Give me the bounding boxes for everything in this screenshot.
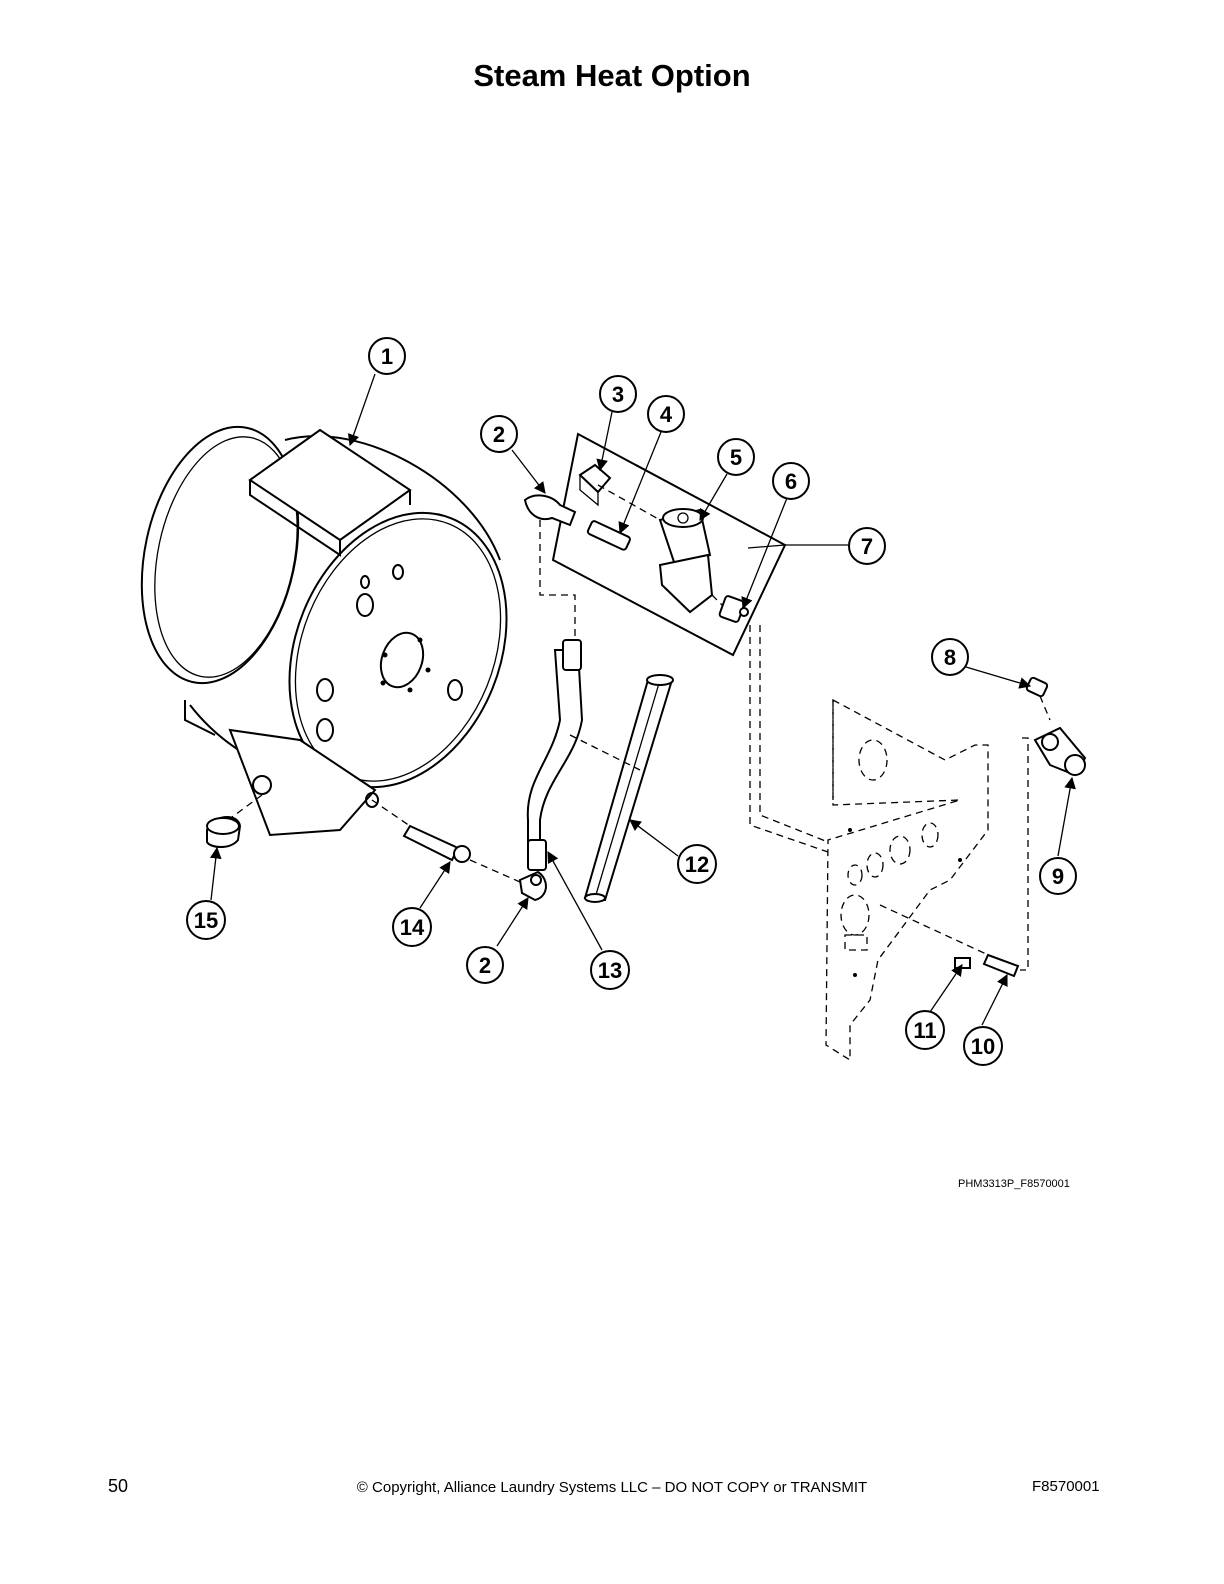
callout-2-upper-label: 2 bbox=[493, 422, 505, 447]
callout-8: 8 bbox=[931, 638, 969, 676]
callout-5: 5 bbox=[717, 438, 755, 476]
callout-1: 1 bbox=[368, 337, 406, 375]
callout-3: 3 bbox=[599, 375, 637, 413]
callout-11: 11 bbox=[905, 1010, 945, 1050]
page-number: 50 bbox=[108, 1476, 129, 1496]
callout-2-upper: 2 bbox=[480, 415, 518, 453]
callout-10-label: 10 bbox=[971, 1034, 995, 1059]
callout-15-label: 15 bbox=[194, 908, 218, 933]
callout-13: 13 bbox=[590, 950, 630, 990]
callout-7-label: 7 bbox=[861, 534, 873, 559]
steam-heat-drum bbox=[140, 425, 508, 837]
callout-leaders bbox=[209, 373, 1076, 1026]
callout-4: 4 bbox=[647, 395, 685, 433]
callout-13-label: 13 bbox=[598, 958, 622, 983]
callout-11-label: 11 bbox=[913, 1018, 936, 1043]
callout-2-lower: 2 bbox=[466, 946, 504, 984]
callout-14: 14 bbox=[392, 907, 432, 947]
copyright-notice: © Copyright, Alliance Laundry Systems LL… bbox=[356, 1479, 868, 1496]
callout-9-label: 9 bbox=[1052, 864, 1064, 889]
callout-12-label: 12 bbox=[685, 852, 709, 877]
callout-4-label: 4 bbox=[660, 402, 673, 427]
callout-12: 12 bbox=[677, 844, 717, 884]
callout-15: 15 bbox=[186, 900, 226, 940]
callout-2-lower-label: 2 bbox=[479, 953, 491, 978]
callout-9: 9 bbox=[1039, 857, 1077, 895]
figure-reference: PHM3313P_F8570001 bbox=[958, 1178, 1070, 1190]
callout-8-label: 8 bbox=[944, 645, 956, 670]
document-number: F8570001 bbox=[1032, 1478, 1100, 1495]
callout-1-label: 1 bbox=[381, 344, 393, 369]
mounting-panel bbox=[749, 625, 1087, 1062]
callout-10: 10 bbox=[963, 1026, 1003, 1066]
callout-14-label: 14 bbox=[400, 915, 425, 940]
callout-3-label: 3 bbox=[612, 382, 624, 407]
callout-5-label: 5 bbox=[730, 445, 742, 470]
callout-6-label: 6 bbox=[785, 469, 797, 494]
callout-6: 6 bbox=[772, 462, 810, 500]
callout-7: 7 bbox=[848, 527, 886, 565]
page-title: Steam Heat Option bbox=[473, 58, 751, 93]
steam-pipe-routing bbox=[206, 494, 674, 903]
